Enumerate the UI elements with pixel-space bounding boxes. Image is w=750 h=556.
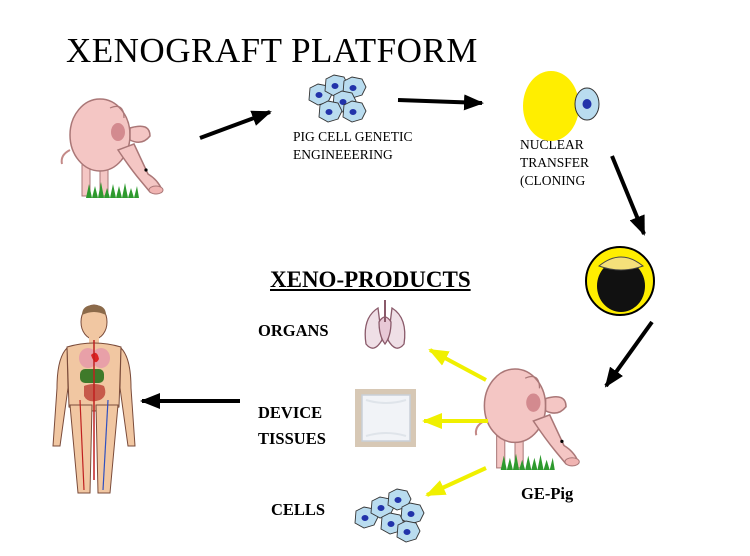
source-pig [62,99,163,198]
yellow-arrows [424,350,488,495]
black-arrows [142,100,652,401]
organs-image [365,300,405,348]
arrow-embryo-to-ge-pig [606,322,652,386]
arrow-pig-to-cells [200,112,270,138]
arrow-transfer-to-embryo [612,156,644,234]
xeno-cells-image [355,489,424,542]
arrow-ge-pig-to-organs [430,350,486,380]
cloned-embryo-image [586,247,654,315]
human-body-image [53,305,135,493]
arrow-cells-to-transfer [398,100,482,103]
pig-cells-image [309,75,366,122]
nuclear-transfer-image [523,71,599,141]
device-tissue-image [355,389,416,447]
arrow-ge-pig-to-cells [427,468,486,495]
ge-pig [476,369,579,470]
